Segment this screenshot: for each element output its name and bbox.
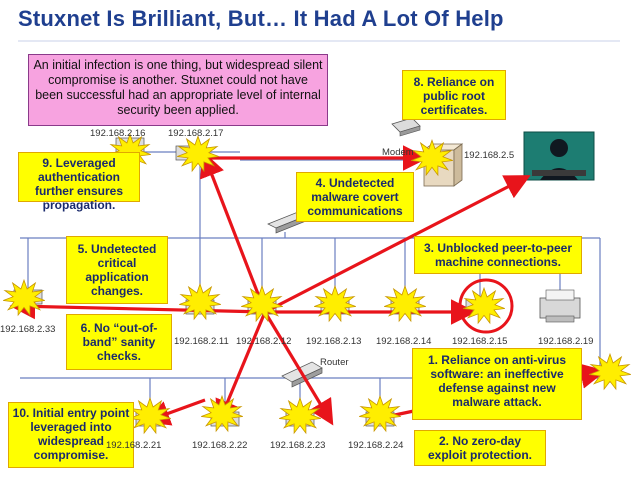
burst-25 xyxy=(411,138,453,177)
starbursts xyxy=(3,132,631,435)
callout-2: 2. No zero-day exploit protection. xyxy=(414,430,546,466)
ip-label-221: 192.168.2.21 xyxy=(106,440,162,451)
slide-title: Stuxnet Is Brilliant, But… It Had A Lot … xyxy=(18,6,504,31)
burst-214 xyxy=(384,284,426,323)
ip-label-212: 192.168.2.12 xyxy=(236,336,292,347)
printer-219 xyxy=(539,289,581,323)
burst-right-edge xyxy=(589,352,631,391)
ip-label-214: 192.168.2.14 xyxy=(376,336,432,347)
ip-label-216: 192.168.2.16 xyxy=(90,128,146,139)
burst-212 xyxy=(241,284,283,323)
callout-10: 10. Initial entry point leveraged into w… xyxy=(8,402,134,468)
ip-label-233: 192.168.2.33 xyxy=(0,324,56,335)
ip-label-211: 192.168.2.11 xyxy=(174,336,229,347)
callout-5: 5. Undetected critical application chang… xyxy=(66,236,168,304)
callout-6: 6. No “out-of-band” sanity checks. xyxy=(66,314,172,370)
ip-label-219: 192.168.2.19 xyxy=(538,336,594,347)
burst-224 xyxy=(359,394,401,433)
intro-textbox: An initial infection is one thing, but w… xyxy=(28,54,328,126)
burst-222 xyxy=(201,394,243,433)
burst-223 xyxy=(279,396,321,435)
ip-label-223: 192.168.2.23 xyxy=(270,440,326,451)
device-label-router: Router xyxy=(320,357,349,368)
burst-213 xyxy=(314,284,356,323)
callout-9: 9. Leveraged authentication further ensu… xyxy=(18,152,140,212)
burst-211 xyxy=(179,282,221,321)
callout-4: 4. Undetected malware covert communicati… xyxy=(296,172,414,222)
callout-8: 8. Reliance on public root certificates. xyxy=(402,70,506,120)
ip-label-222: 192.168.2.22 xyxy=(192,440,248,451)
ip-label-215: 192.168.2.15 xyxy=(452,336,508,347)
attacker-workstation xyxy=(523,131,595,181)
device-label-modem: Modem xyxy=(382,147,414,158)
callout-1: 1. Reliance on anti-virus software: an i… xyxy=(412,348,582,420)
modem-device xyxy=(391,117,421,137)
burst-233 xyxy=(3,278,45,317)
callout-3: 3. Unblocked peer-to-peer machine connec… xyxy=(414,236,582,274)
burst-217 xyxy=(177,134,219,173)
burst-215 xyxy=(463,286,505,325)
ip-label-224: 192.168.2.24 xyxy=(348,440,404,451)
ip-label-213: 192.168.2.13 xyxy=(306,336,362,347)
ip-label-217: 192.168.2.17 xyxy=(168,128,224,139)
burst-221 xyxy=(129,396,171,435)
ip-label-25: 192.168.2.5 xyxy=(464,150,515,161)
